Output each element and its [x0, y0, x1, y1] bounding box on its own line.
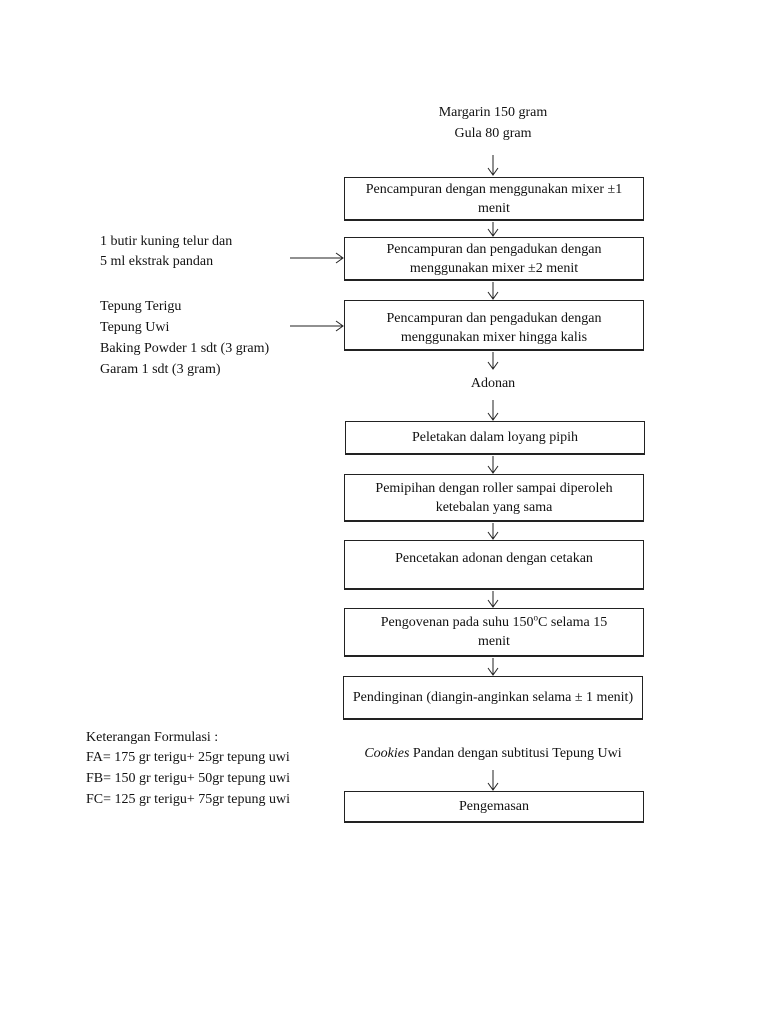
step-mold-label: Pencetakan adonan dengan cetakan	[395, 551, 593, 566]
step-oven-label: Pengovenan pada suhu 150oC selama 15 men…	[351, 613, 637, 651]
input-flour-terigu: Tepung Terigu	[100, 299, 182, 314]
legend-item-fb: FB= 150 gr terigu+ 50gr tepung uwi	[86, 771, 290, 786]
input-egg-line2: 5 ml ekstrak pandan	[100, 254, 214, 269]
input-gula: Gula 80 gram	[454, 126, 532, 141]
step-cool-label: Pendinginan (diangin-anginkan selama ± 1…	[352, 690, 634, 705]
legend-item-fc: FC= 125 gr terigu+ 75gr tepung uwi	[86, 792, 290, 807]
step-oven-text-pre: Pengovenan pada suhu 150	[380, 615, 534, 630]
step-flatten-box: Pemipihan dengan roller sampai diperoleh…	[344, 474, 644, 522]
step-pack-label: Pengemasan	[459, 799, 529, 814]
intermediate-product: Cookies Pandan dengan subtitusi Tepung U…	[343, 744, 643, 765]
product-rest: Pandan dengan subtitusi Tepung Uwi	[409, 746, 622, 761]
input-flour-uwi: Tepung Uwi	[100, 320, 170, 335]
arrow-flour-to-mix3	[290, 320, 344, 332]
step-place-label: Peletakan dalam loyang pipih	[411, 430, 578, 445]
step-flatten-label: Pemipihan dengan roller sampai diperoleh…	[375, 480, 613, 515]
arrow-mix2-to-mix3	[487, 282, 499, 300]
arrow-oven-to-cool	[487, 658, 499, 676]
arrow-mix3-to-adonan	[487, 352, 499, 370]
step-mix3-label: Pencampuran dan pengadukan dengan menggu…	[386, 311, 602, 345]
arrow-egg-to-mix2	[290, 252, 344, 264]
arrow-flatten-to-mold	[487, 523, 499, 540]
step-oven-degree: o	[533, 612, 539, 623]
step-mix2-label: Pencampuran dan pengadukan dengan menggu…	[386, 241, 602, 276]
arrow-mold-to-oven	[487, 591, 499, 608]
step-cool-box: Pendinginan (diangin-anginkan selama ± 1…	[343, 676, 643, 720]
arrow-mix1-to-mix2	[487, 222, 499, 237]
step-mix3-box: Pencampuran dan pengadukan dengan menggu…	[344, 300, 644, 351]
step-mix1-box: Pencampuran dengan menggunakan mixer ±1 …	[344, 177, 644, 221]
input-garam: Garam 1 sdt (3 gram)	[100, 362, 221, 377]
product-italic: Cookies	[364, 746, 410, 761]
intermediate-adonan: Adonan	[470, 376, 516, 391]
step-oven-text-post: C selama 15 menit	[478, 615, 608, 649]
input-baking-powder: Baking Powder 1 sdt (3 gram)	[100, 341, 270, 356]
arrow-place-to-flatten	[487, 456, 499, 474]
arrow-product-to-pack	[487, 770, 499, 791]
step-mold-box: Pencetakan adonan dengan cetakan	[344, 540, 644, 590]
step-pack-box: Pengemasan	[344, 791, 644, 823]
input-egg-line1: 1 butir kuning telur dan	[100, 234, 233, 249]
step-place-box: Peletakan dalam loyang pipih	[345, 421, 645, 455]
arrow-top-to-mix1	[487, 155, 499, 176]
step-mix1-label: Pencampuran dengan menggunakan mixer ±1 …	[365, 181, 623, 216]
input-margarin: Margarin 150 gram	[438, 105, 548, 120]
legend-item-fa: FA= 175 gr terigu+ 25gr tepung uwi	[86, 750, 290, 765]
arrow-adonan-to-place	[487, 400, 499, 421]
step-mix2-box: Pencampuran dan pengadukan dengan menggu…	[344, 237, 644, 281]
legend-title: Keterangan Formulasi :	[86, 730, 219, 745]
step-oven-box: Pengovenan pada suhu 150oC selama 15 men…	[344, 608, 644, 657]
